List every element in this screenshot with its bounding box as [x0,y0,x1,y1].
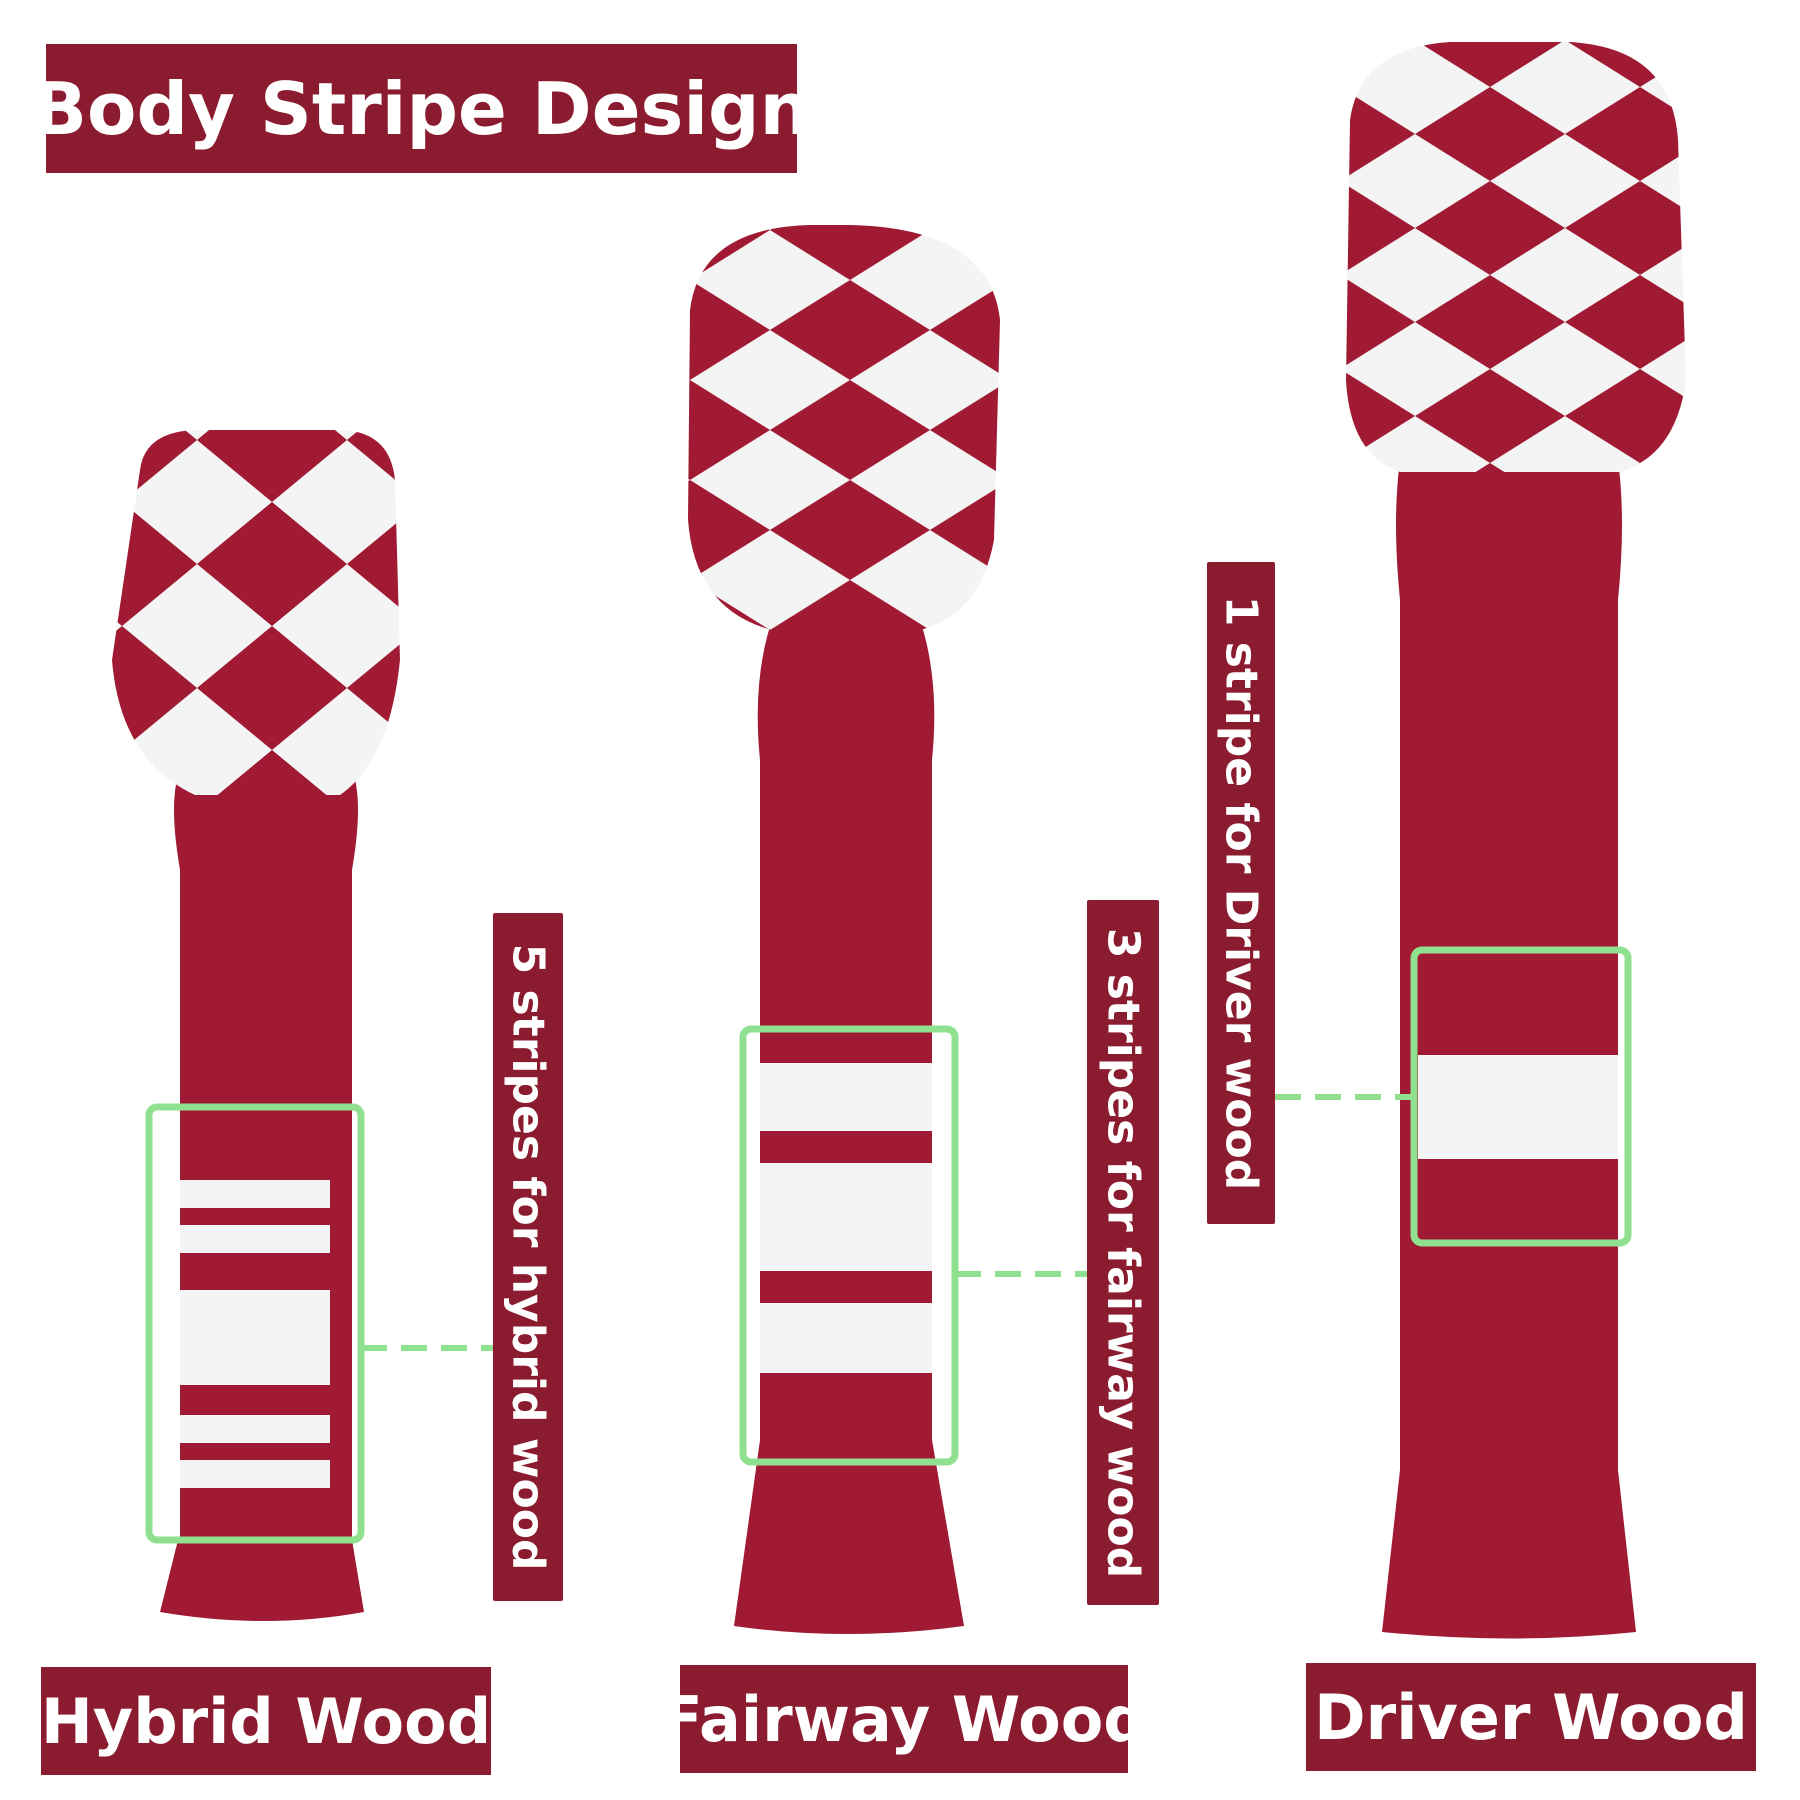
hybrid-highlight-box [145,1103,365,1544]
fairway-cuff [734,1440,964,1634]
driver-stripe-note-text: 1 stripe for Driver wood [1215,595,1267,1191]
fairway-stripe-note: 3 stripes for fairway wood [1087,900,1159,1605]
hybrid-stripe-note-text: 5 stripes for hybrid wood [502,943,554,1571]
driver-wood-label: Driver Wood [1306,1663,1756,1771]
title-banner: Body Stripe Design [32,44,811,173]
hybrid-wood-label: Hybrid Wood [41,1667,491,1775]
fairway-highlight-box [739,1025,959,1466]
driver-stripe [1418,1055,1618,1159]
driver-wood-headcover [1275,42,1686,1639]
fairway-stripe-note-text: 3 stripes for fairway wood [1097,927,1149,1578]
driver-stripe-note: 1 stripe for Driver wood [1207,562,1275,1224]
fairway-head [688,225,1000,630]
fairway-wood-label: Fairway Wood [660,1665,1148,1773]
hybrid-stripes [180,1180,330,1488]
driver-cuff [1382,1470,1636,1639]
hybrid-stripe-note: 5 stripes for hybrid wood [493,913,563,1601]
title-text: Body Stripe Design [32,66,811,151]
driver-head [1346,42,1686,472]
hybrid-cuff [160,1540,364,1621]
hybrid-head [112,430,400,795]
fairway-wood-label-text: Fairway Wood [660,1682,1148,1756]
fairway-wood-headcover [688,225,1087,1634]
hybrid-wood-label-text: Hybrid Wood [40,1684,492,1758]
driver-wood-label-text: Driver Wood [1314,1680,1748,1754]
driver-neck [1396,460,1622,1470]
hybrid-wood-headcover [112,430,493,1621]
fairway-stripes [760,1063,932,1373]
